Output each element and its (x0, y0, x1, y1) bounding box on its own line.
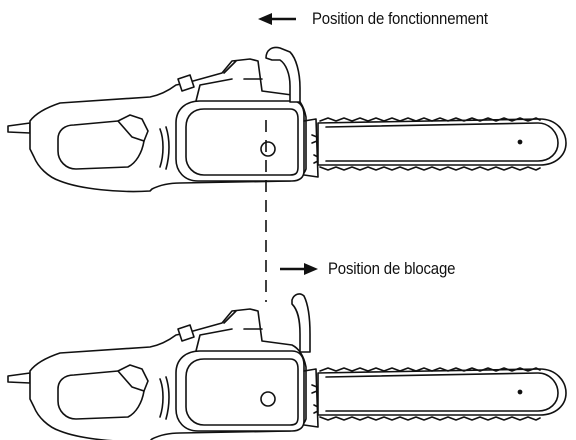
operating-position-label: Position de fonctionnement (312, 9, 488, 28)
arrow-left-icon (258, 13, 296, 25)
chain-brake-lever-operating (265, 46, 301, 103)
chainsaw-locking-position (7, 293, 567, 440)
chainsaw-operating-position (7, 46, 567, 193)
locking-position-label: Position de blocage (328, 259, 456, 278)
chain-brake-lever-locking (291, 293, 311, 353)
arrow-right-icon (280, 263, 318, 275)
